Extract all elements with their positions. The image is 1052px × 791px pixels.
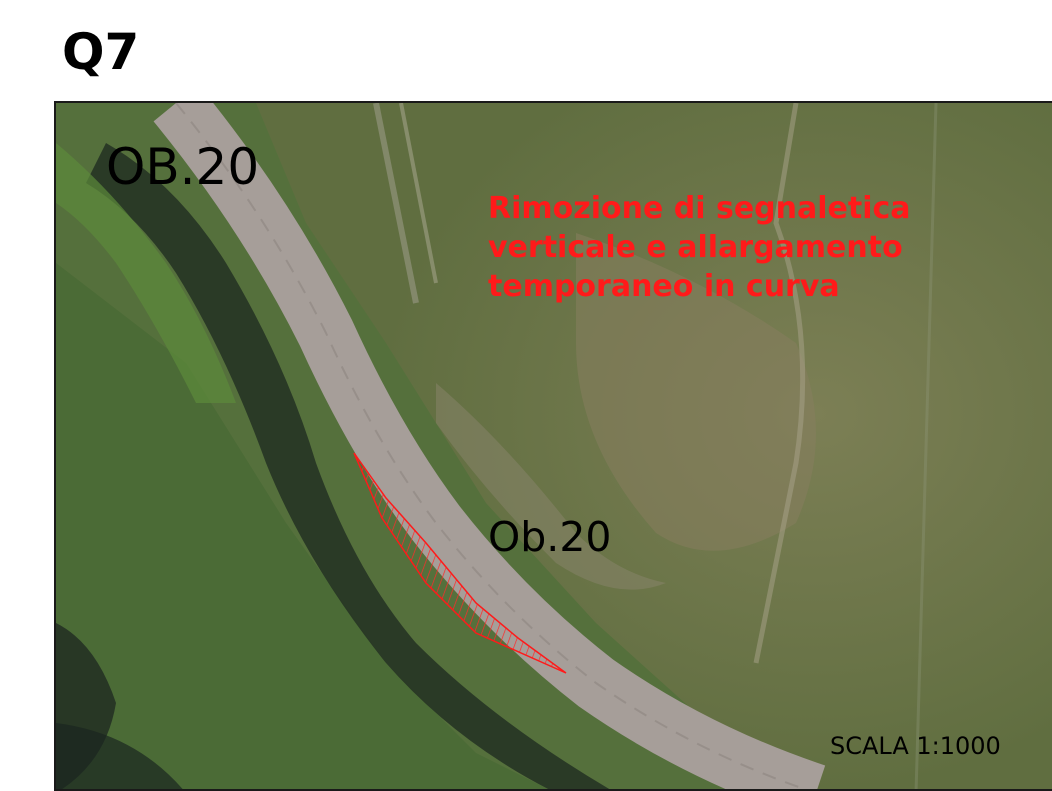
aerial-photo bbox=[56, 103, 1052, 789]
widening-area bbox=[353, 452, 567, 674]
annotation-text: Rimozione di segnaletica verticale e all… bbox=[488, 191, 911, 304]
structure-label-lower: Ob.20 bbox=[488, 513, 612, 561]
aerial-map[interactable]: OB.20 Rimozione di segnaletica verticale… bbox=[54, 101, 1052, 791]
scale-label: SCALA 1:1000 bbox=[830, 732, 1001, 760]
structure-label-upper: OB.20 bbox=[106, 138, 260, 196]
page-title: Q7 bbox=[62, 23, 140, 81]
